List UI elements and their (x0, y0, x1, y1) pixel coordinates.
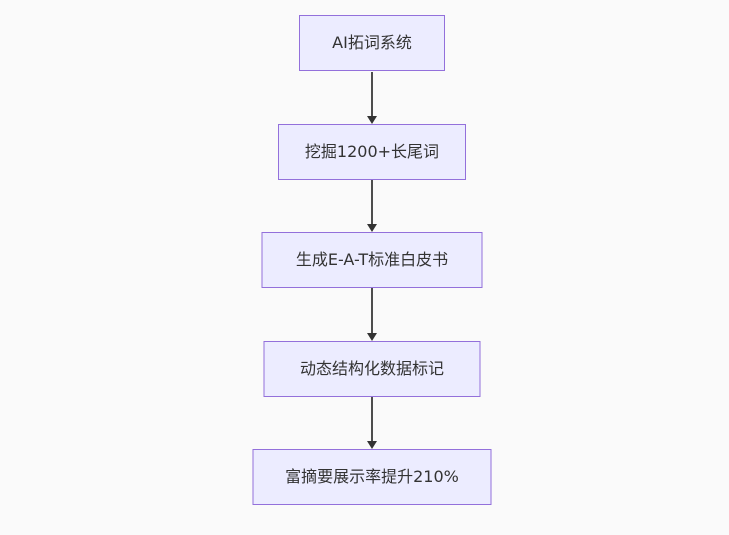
node-label: 动态结构化数据标记 (299, 359, 444, 378)
edge-line (371, 288, 373, 333)
flow-node-rich-snippet-result: 富摘要展示率提升210% (252, 449, 492, 505)
edge-line (371, 72, 373, 116)
flow-node-structured-data: 动态结构化数据标记 (263, 341, 481, 397)
flow-node-ai-word-system: AI拓词系统 (299, 15, 445, 71)
flow-node-eat-whitepaper: 生成E-A-T标准白皮书 (261, 232, 483, 288)
flow-node-longtail-mining: 挖掘1200+长尾词 (278, 124, 466, 180)
arrowhead-icon (367, 224, 377, 232)
edge-arrow-2 (367, 180, 377, 232)
arrowhead-icon (367, 441, 377, 449)
edge-arrow-4 (367, 397, 377, 449)
edge-line (371, 180, 373, 224)
node-label: 富摘要展示率提升210% (285, 467, 459, 486)
arrowhead-icon (367, 333, 377, 341)
edge-arrow-3 (367, 288, 377, 341)
node-label: AI拓词系统 (332, 33, 412, 52)
edge-line (371, 397, 373, 441)
node-label: 生成E-A-T标准白皮书 (295, 250, 449, 269)
arrowhead-icon (367, 116, 377, 124)
node-label: 挖掘1200+长尾词 (304, 142, 440, 161)
edge-arrow-1 (367, 72, 377, 124)
